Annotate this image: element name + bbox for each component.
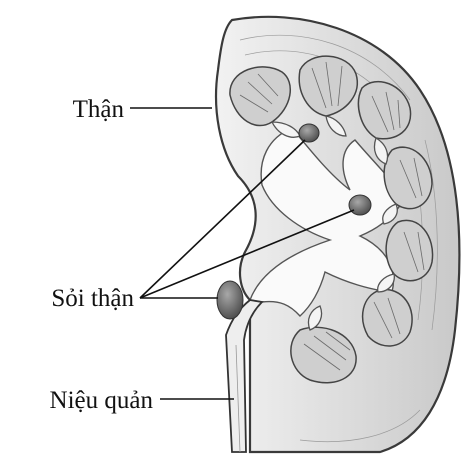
stone-1 bbox=[299, 124, 319, 142]
stone-3 bbox=[217, 281, 243, 319]
label-kidney: Thận bbox=[73, 96, 125, 123]
label-ureter: Niệu quản bbox=[50, 387, 154, 414]
stone-2 bbox=[349, 195, 371, 215]
label-kidney-stones: Sỏi thận bbox=[51, 285, 134, 312]
